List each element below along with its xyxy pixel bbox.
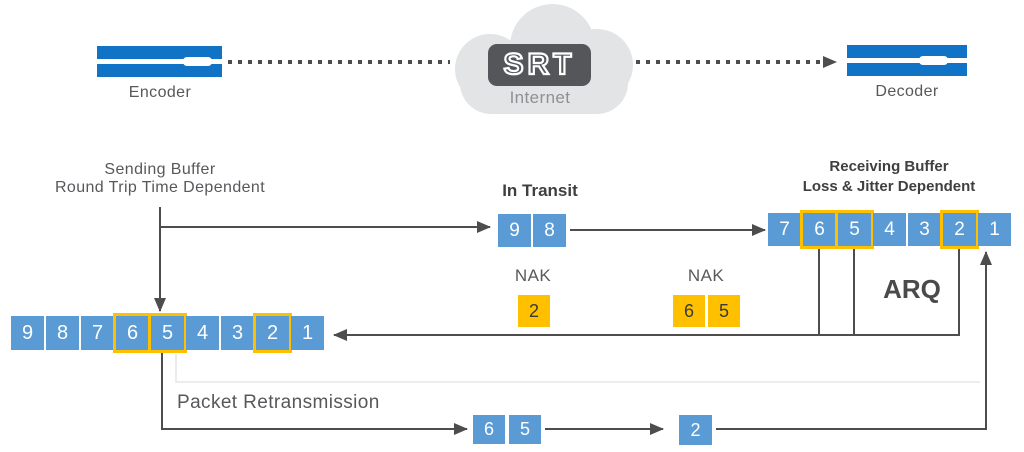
packet-1: 1 <box>291 316 324 350</box>
nak-label-2: NAK <box>687 266 725 285</box>
packet-9: 9 <box>498 214 531 247</box>
encoder-icon-notch <box>183 57 212 66</box>
packet-7: 7 <box>81 316 114 350</box>
packet-9: 9 <box>11 316 44 350</box>
receiving-buffer-title-line1: Receiving Buffer <box>829 158 949 175</box>
arrow-retransmit-65 <box>161 352 468 435</box>
sending-buffer-title-line1: Sending Buffer <box>104 161 216 178</box>
packet-5: 5 <box>838 213 871 246</box>
sending-buffer-title: Sending Buffer Round Trip Time Dependent <box>10 161 310 197</box>
packet-5: 5 <box>509 415 541 444</box>
packet-8: 8 <box>533 214 566 247</box>
nak-label-1: NAK <box>514 266 552 285</box>
packet-3: 3 <box>221 316 254 350</box>
packet-6: 6 <box>673 295 705 327</box>
packet-4: 4 <box>873 213 906 246</box>
packet-8: 8 <box>46 316 79 350</box>
receiving-buffer-title-line2: Loss & Jitter Dependent <box>802 178 976 195</box>
packet-2: 2 <box>256 316 289 350</box>
encoder-label: Encoder <box>128 84 192 101</box>
sending-buffer-title-line2: Round Trip Time Dependent <box>54 179 266 196</box>
internet-label: Internet <box>509 88 571 107</box>
packet-3: 3 <box>908 213 941 246</box>
packet-5: 5 <box>708 295 740 327</box>
arq-label: ARQ <box>883 274 941 304</box>
retransmit-packet-2: 2 <box>679 415 712 445</box>
arrow-retransmit-to-receiver <box>716 251 992 430</box>
packet-retransmission-label: Packet Retransmission <box>177 392 380 413</box>
packet-7: 7 <box>768 213 801 246</box>
faint-return-path <box>175 354 980 383</box>
nak-packet-2: 2 <box>518 295 550 327</box>
packet-2: 2 <box>679 415 712 445</box>
packet-4: 4 <box>186 316 219 350</box>
decoder-label: Decoder <box>875 83 939 100</box>
in-transit-title: In Transit <box>502 181 578 200</box>
packet-6: 6 <box>473 415 505 444</box>
decoder-icon-notch <box>919 56 948 65</box>
packet-2: 2 <box>518 295 550 327</box>
encoder-icon <box>97 46 222 77</box>
receiving-buffer-title: Receiving Buffer Loss & Jitter Dependent <box>764 157 1014 197</box>
decoder-icon-slit <box>847 58 967 63</box>
decoder-icon <box>847 45 967 76</box>
packet-6: 6 <box>803 213 836 246</box>
packet-5: 5 <box>151 316 184 350</box>
packet-1: 1 <box>978 213 1011 246</box>
encoder-icon-slit <box>97 59 222 64</box>
packet-6: 6 <box>116 316 149 350</box>
packet-2: 2 <box>943 213 976 246</box>
nak-return-arrow <box>333 248 960 341</box>
srt-logo: SRT <box>488 44 591 86</box>
